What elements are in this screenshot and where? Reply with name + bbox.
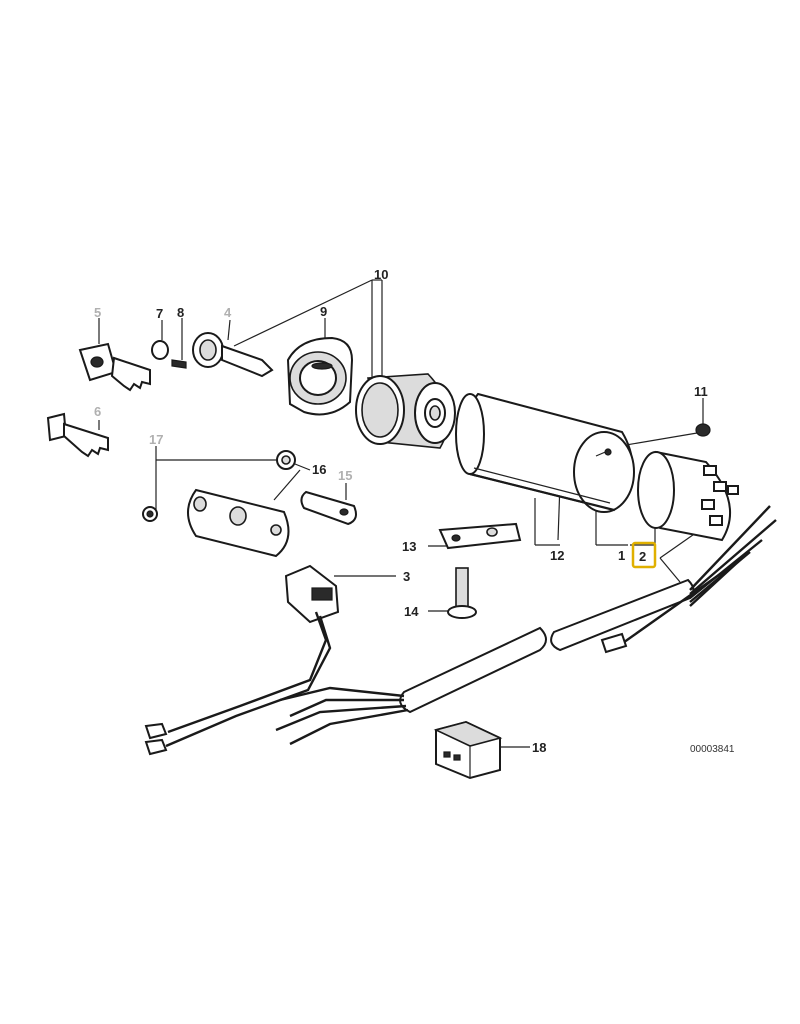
catalog-number: 00003841: [690, 744, 735, 755]
callout-8[interactable]: 8: [177, 305, 184, 320]
callout-2[interactable]: 2: [639, 549, 646, 564]
callout-18[interactable]: 18: [532, 740, 546, 755]
strip-icon: [300, 490, 357, 526]
plate-13: [438, 522, 522, 550]
washer-16: [276, 450, 296, 470]
strip-15: [300, 490, 357, 526]
callout-1[interactable]: 1: [618, 548, 625, 563]
nut-11: [695, 423, 711, 437]
cap-7: [151, 340, 169, 360]
callout-14[interactable]: 14: [404, 604, 419, 619]
bezel-9: [286, 336, 354, 416]
callout-13[interactable]: 13: [402, 539, 416, 554]
callout-3[interactable]: 3: [403, 569, 410, 584]
leader-lines: [98, 279, 704, 748]
screw-8: [171, 359, 187, 369]
plate-icon: [438, 522, 522, 550]
callout-7[interactable]: 7: [156, 306, 163, 321]
housing-10: [355, 373, 456, 449]
lock-cylinder-4: [192, 332, 274, 378]
callout-labels: 10 7 8 4 9 5 6 11 17 16 15 13 12 1 2 3 1…: [94, 267, 735, 755]
key-5: [78, 342, 151, 392]
callout-9[interactable]: 9: [320, 304, 327, 319]
callout-5[interactable]: 5: [94, 305, 101, 320]
screw-icon: [171, 359, 187, 369]
cap-icon: [151, 340, 169, 360]
callout-15[interactable]: 15: [338, 468, 352, 483]
harness-2: [144, 505, 777, 756]
key-6: [46, 412, 109, 458]
nut-icon: [695, 423, 711, 437]
callout-4[interactable]: 4: [224, 305, 232, 320]
callout-6[interactable]: 6: [94, 404, 101, 419]
callout-11[interactable]: 11: [694, 384, 708, 399]
callout-16[interactable]: 16: [312, 462, 326, 477]
callout-12[interactable]: 12: [550, 548, 564, 563]
bolt-14: [447, 567, 477, 619]
plug-18: [433, 720, 503, 780]
switch-1: [637, 450, 739, 542]
bolt-icon: [455, 567, 469, 609]
callout-17[interactable]: 17: [149, 432, 163, 447]
bracket-17: [142, 488, 290, 558]
callout-10[interactable]: 10: [374, 267, 388, 282]
connector-3: [284, 564, 340, 624]
highlight-box: [631, 541, 657, 569]
tube-12: [455, 392, 635, 513]
